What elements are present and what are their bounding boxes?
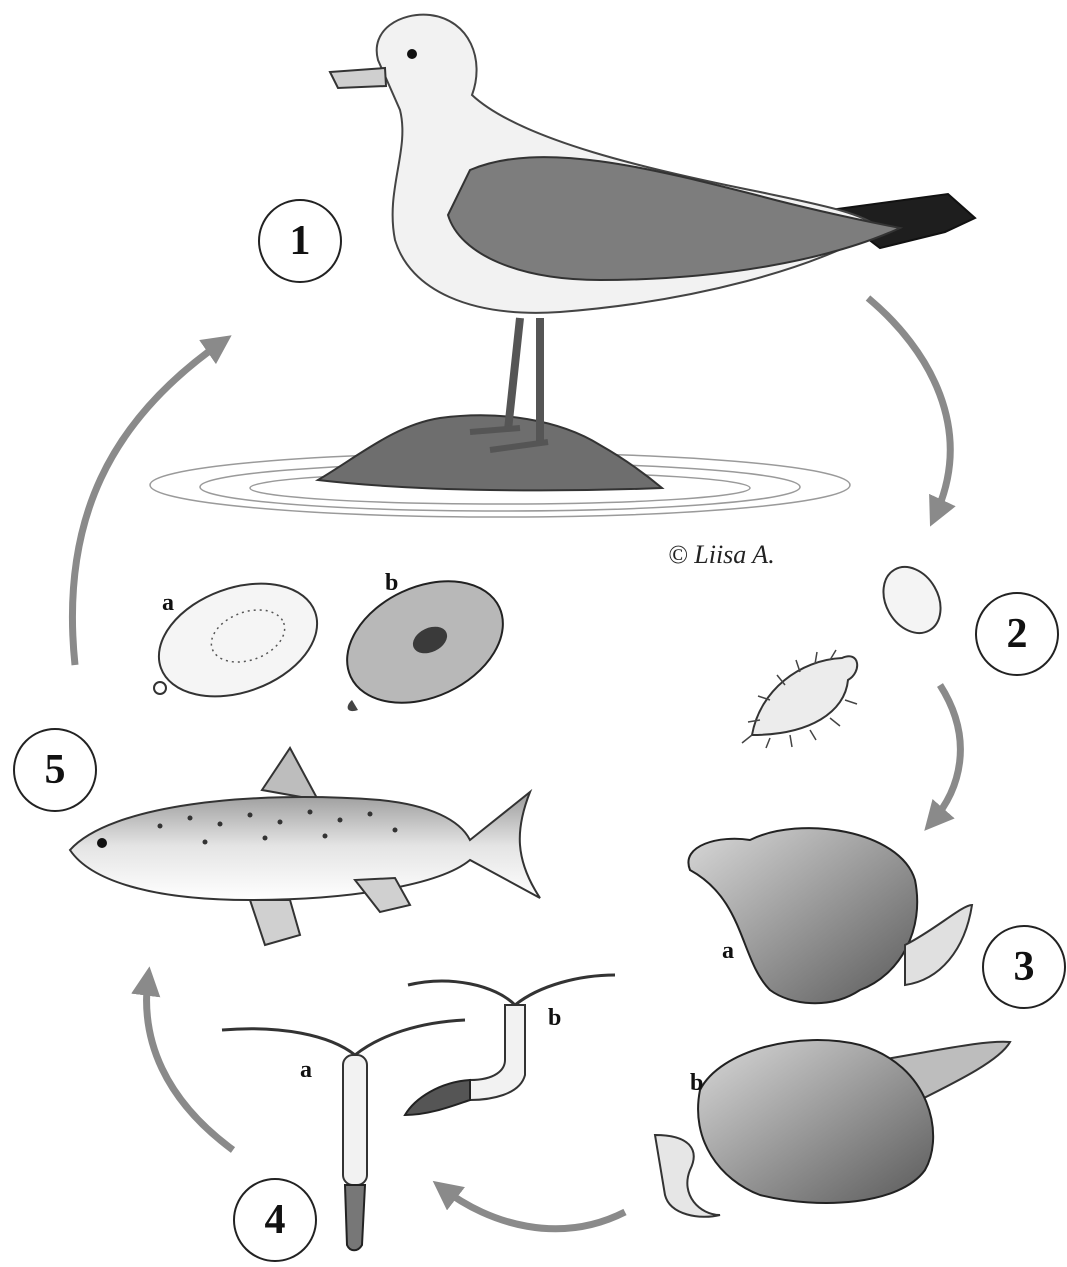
trout — [70, 748, 540, 945]
label-cercaria-a: a — [300, 1057, 312, 1084]
label-egg-a: a — [162, 590, 174, 617]
metacercaria-b — [327, 557, 522, 726]
label-snail-b: b — [690, 1070, 703, 1097]
metacercaria-a — [143, 563, 333, 717]
stage-number-4: 4 — [233, 1178, 317, 1262]
miracidium — [742, 650, 857, 748]
stage-number-3: 3 — [982, 925, 1066, 1009]
stage-number-1: 1 — [258, 199, 342, 283]
label-snail-a: a — [722, 938, 734, 965]
gull — [330, 15, 975, 450]
artist-credit: © Liisa A. — [668, 540, 775, 570]
stage-number-2: 2 — [975, 592, 1059, 676]
snail-a — [688, 828, 972, 1003]
arrow-2-to-3 — [932, 685, 960, 822]
stage-number-5: 5 — [13, 728, 97, 812]
arrow-1-to-2 — [868, 298, 950, 516]
arrow-4-to-5 — [147, 978, 233, 1150]
label-egg-b: b — [385, 570, 398, 597]
label-cercaria-b: b — [548, 1005, 561, 1032]
gull-egg — [872, 557, 952, 644]
cercaria-b — [405, 975, 615, 1115]
rock — [318, 415, 662, 490]
snail-b — [655, 1040, 1010, 1217]
arrow-3-to-4 — [442, 1188, 625, 1229]
